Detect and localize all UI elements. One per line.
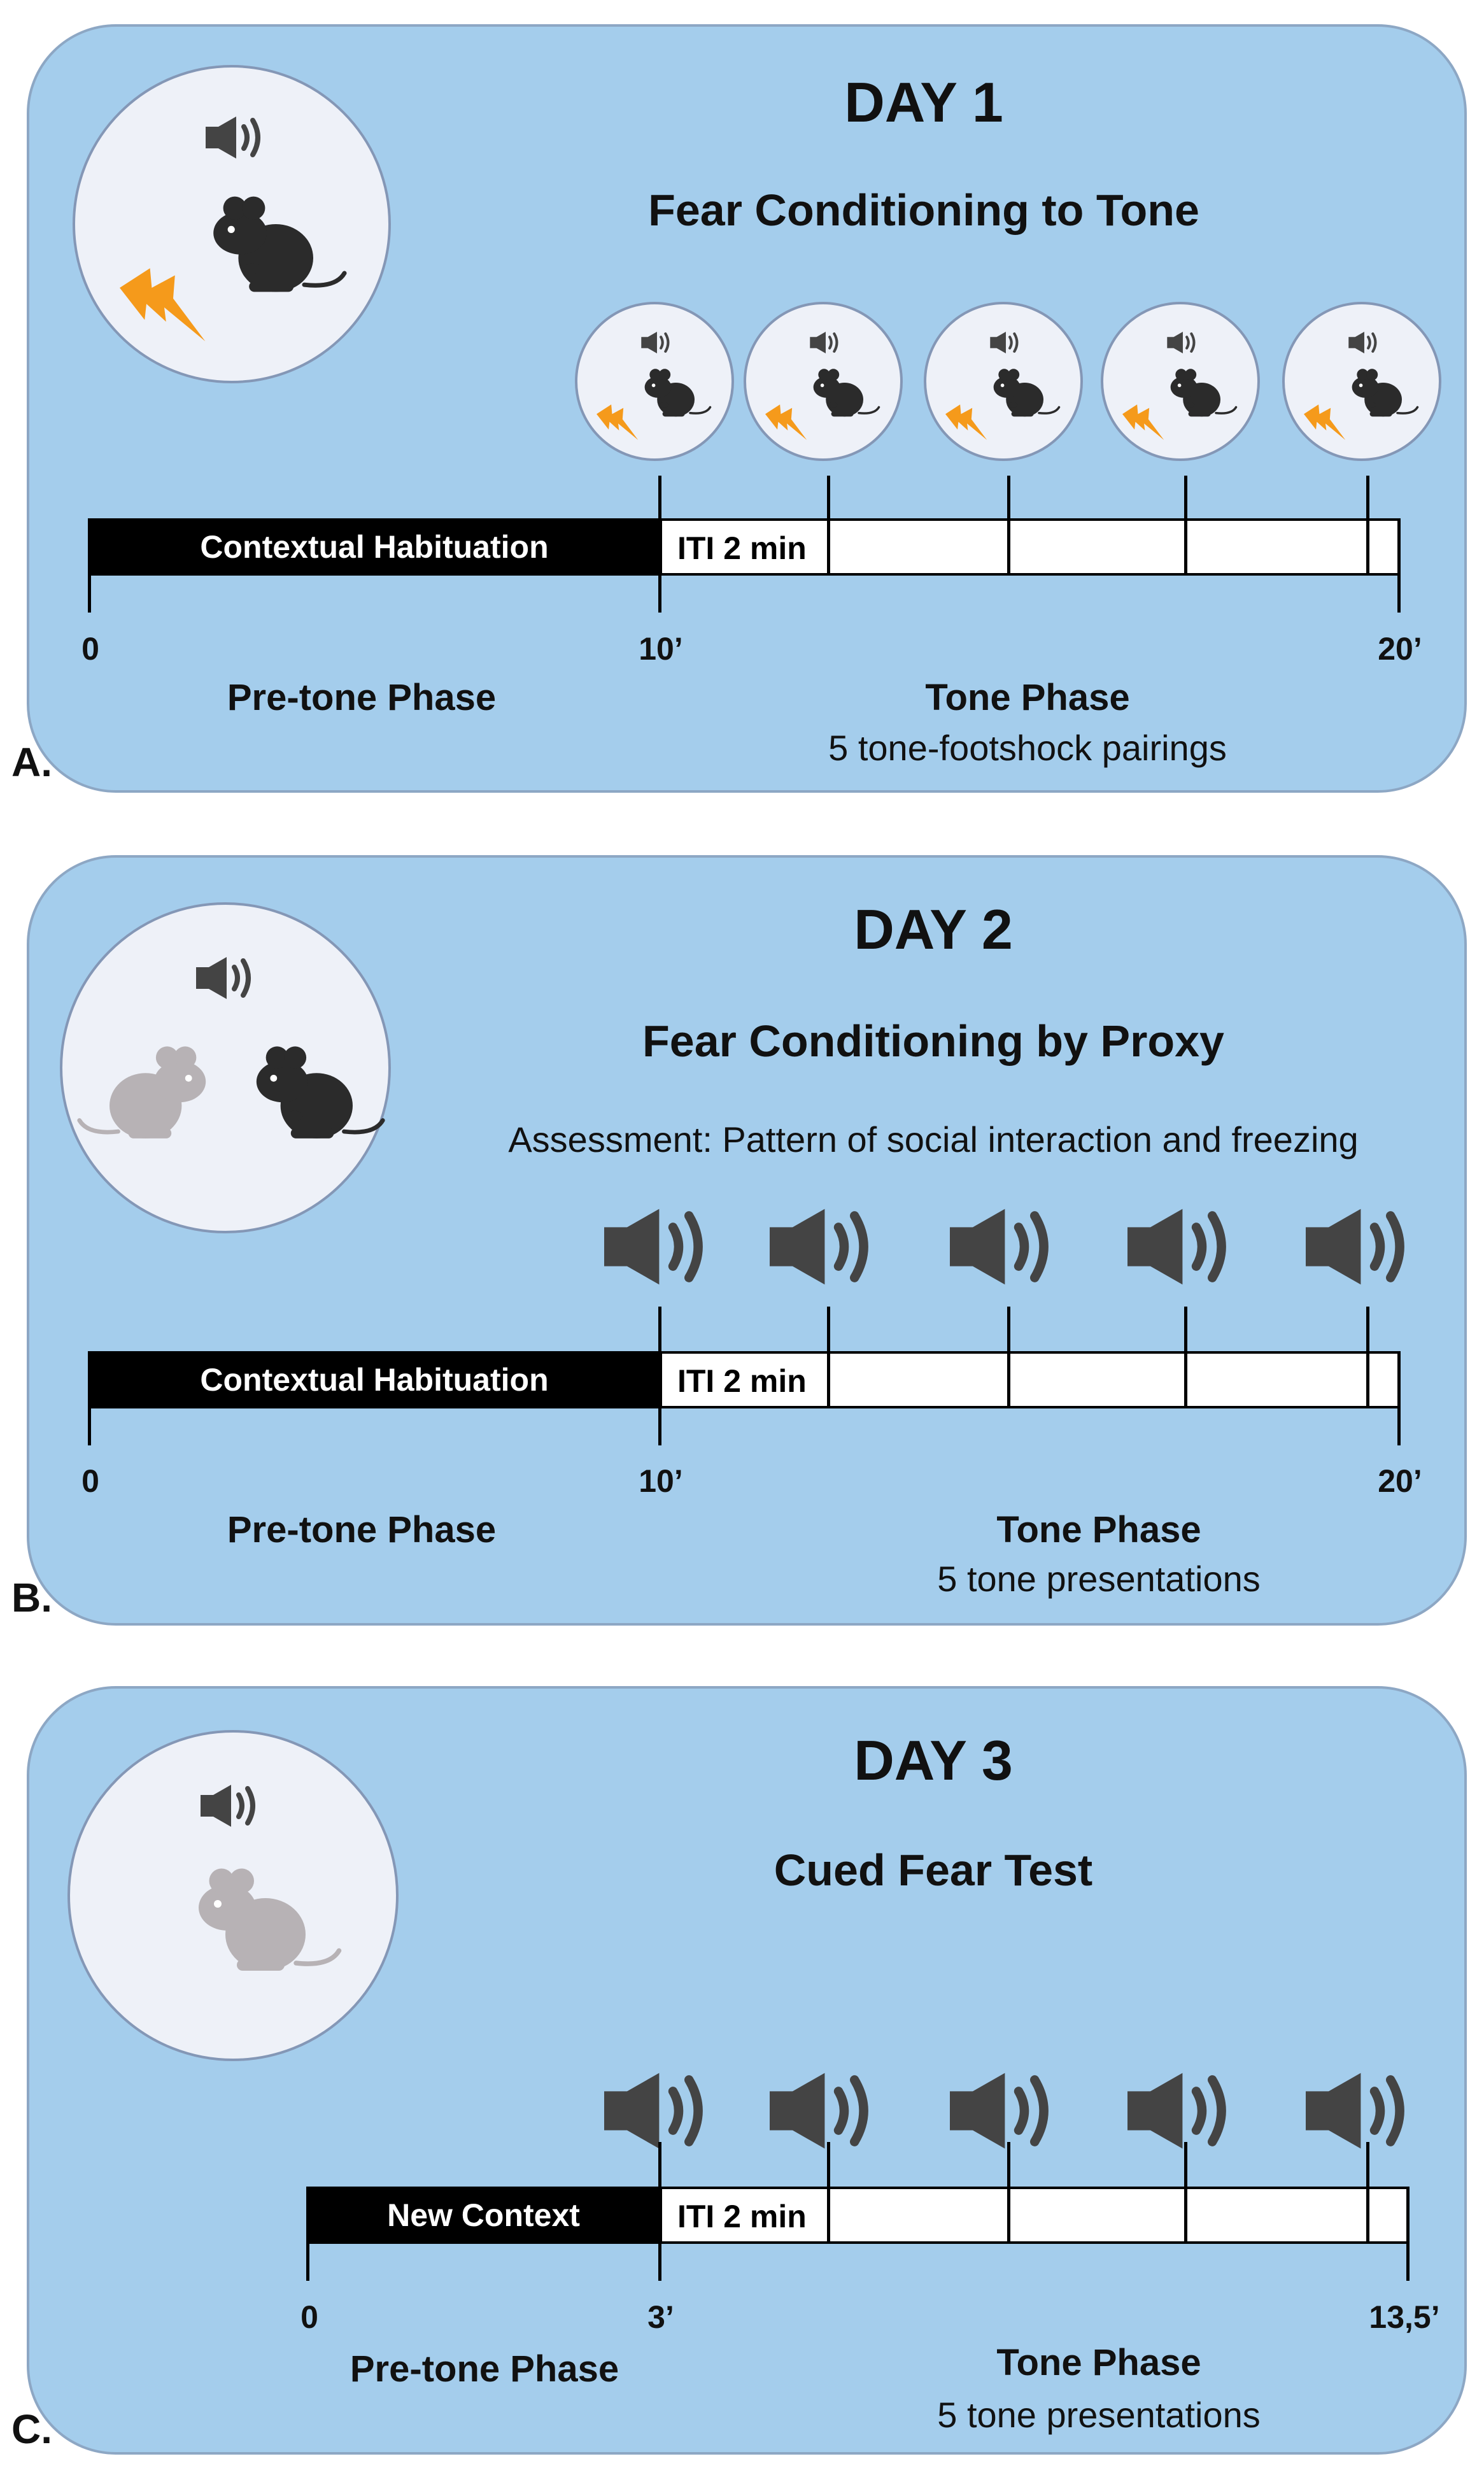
end-tick: [1397, 518, 1401, 613]
end-tick: [1397, 1351, 1401, 1445]
speaker-icon: [950, 2071, 1064, 2151]
demonstrator-mouse-icon: [215, 1039, 387, 1151]
tick-label-start: 0: [300, 2299, 318, 2335]
trial-tick: [1366, 2142, 1369, 2244]
assessment-text: Assessment: Pattern of social interactio…: [508, 1119, 1359, 1159]
tick-label-mid: 3’: [647, 2299, 674, 2335]
tone-bar: [660, 1351, 1401, 1408]
pretone-bar: New Context: [306, 2187, 661, 2244]
panel-day2: DAY 2 Fear Conditioning by Proxy Assessm…: [27, 855, 1467, 1626]
trial-tick: [827, 2142, 830, 2244]
speaker-icon: [196, 956, 260, 1000]
start-tick: [306, 2187, 309, 2281]
speaker-icon: [1127, 2071, 1242, 2151]
pretone-phase-label: Pre-tone Phase: [227, 677, 497, 718]
speaker-icon: [206, 115, 269, 160]
single-mouse-illustration: [67, 1730, 399, 2061]
panel-letter-b: B.: [11, 1575, 52, 1620]
trial-tick: [1184, 476, 1187, 576]
tick-label-start: 0: [81, 631, 99, 667]
pretone-bar-label: New Context: [387, 2197, 580, 2233]
trial-circle: [744, 302, 903, 461]
lightning-icon: [945, 397, 989, 440]
trial-tick: [827, 476, 830, 576]
pretone-bar-label: Contextual Habituation: [200, 1362, 549, 1398]
panel-letter-c: C.: [11, 2406, 52, 2452]
tick-label-end: 20’: [1378, 1463, 1422, 1499]
trial-tick: [827, 1307, 830, 1408]
speaker-icon: [1306, 2071, 1420, 2151]
pretone-phase-label: Pre-tone Phase: [350, 2348, 619, 2390]
speaker-icon: [1306, 1207, 1420, 1287]
trial-tick: [1184, 2142, 1187, 2244]
lightning-icon: [120, 252, 209, 341]
lightning-icon: [597, 397, 640, 440]
lightning-icon: [1304, 397, 1347, 440]
speaker-icon: [810, 331, 843, 354]
lightning-icon: [765, 397, 809, 440]
iti-label: ITI 2 min: [677, 1363, 807, 1399]
speaker-icon: [641, 331, 674, 354]
tone-onset-tick: [658, 2142, 661, 2281]
tone-bar: [660, 2187, 1410, 2244]
day-title: DAY 2: [854, 898, 1013, 961]
mouse-icon: [153, 1860, 344, 1984]
speaker-icon: [604, 2071, 719, 2151]
pretone-phase-label: Pre-tone Phase: [227, 1509, 497, 1550]
experiment-subtitle: Fear Conditioning to Tone: [648, 185, 1199, 235]
two-mice-illustration: [60, 902, 391, 1233]
trial-circle: [1101, 302, 1260, 461]
day-title: DAY 3: [854, 1729, 1013, 1792]
tone-phase-note: 5 tone presentations: [937, 1559, 1261, 1599]
mouse-shock-illustration: [73, 65, 391, 383]
speaker-icon: [770, 2071, 884, 2151]
panel-day3: DAY 3 Cued Fear Test New Context ITI 2 m…: [27, 1686, 1467, 2455]
tone-phase-label: Tone Phase: [996, 1509, 1201, 1550]
experiment-subtitle: Fear Conditioning by Proxy: [642, 1016, 1224, 1066]
speaker-icon: [950, 1207, 1064, 1287]
experiment-subtitle: Cued Fear Test: [774, 1845, 1093, 1895]
tick-label-mid: 10’: [639, 1463, 683, 1499]
tone-phase-label: Tone Phase: [996, 2342, 1201, 2383]
tone-phase-note: 5 tone-footshock pairings: [828, 728, 1227, 768]
speaker-icon: [770, 1207, 884, 1287]
day-title: DAY 1: [844, 71, 1003, 134]
trial-tick: [1366, 1307, 1369, 1408]
panel-letter-a: A.: [11, 739, 52, 785]
tick-label-end: 20’: [1378, 631, 1422, 667]
trial-tick: [1366, 476, 1369, 576]
trial-tick: [1007, 2142, 1010, 2244]
speaker-icon: [604, 1207, 719, 1287]
speaker-icon: [990, 331, 1023, 354]
end-tick: [1406, 2187, 1410, 2281]
tick-label-end: 13,5’: [1369, 2299, 1440, 2335]
trial-circle: [1282, 302, 1441, 461]
trial-circle: [575, 302, 734, 461]
tone-onset-tick: [658, 1307, 661, 1445]
start-tick: [88, 518, 91, 613]
pretone-bar: Contextual Habituation: [88, 518, 661, 576]
pretone-bar-label: Contextual Habituation: [200, 529, 549, 565]
tone-onset-tick: [658, 476, 661, 613]
start-tick: [88, 1351, 91, 1445]
tick-label-mid: 10’: [639, 631, 683, 667]
panel-day1: DAY 1 Fear Conditioning to Tone Contextu…: [27, 24, 1467, 793]
speaker-icon: [1127, 1207, 1242, 1287]
tick-label-start: 0: [81, 1463, 99, 1499]
tone-bar: [660, 518, 1401, 576]
trial-tick: [1007, 1307, 1010, 1408]
iti-label: ITI 2 min: [677, 2199, 807, 2234]
trial-circle: [924, 302, 1083, 461]
speaker-icon: [1167, 331, 1200, 354]
pretone-bar: Contextual Habituation: [88, 1351, 661, 1408]
trial-tick: [1184, 1307, 1187, 1408]
tone-phase-label: Tone Phase: [925, 677, 1130, 718]
lightning-icon: [1122, 397, 1166, 440]
trial-tick: [1007, 476, 1010, 576]
speaker-icon: [1348, 331, 1382, 354]
iti-label: ITI 2 min: [677, 530, 807, 566]
tone-phase-note: 5 tone presentations: [937, 2395, 1261, 2435]
speaker-icon: [201, 1784, 264, 1828]
